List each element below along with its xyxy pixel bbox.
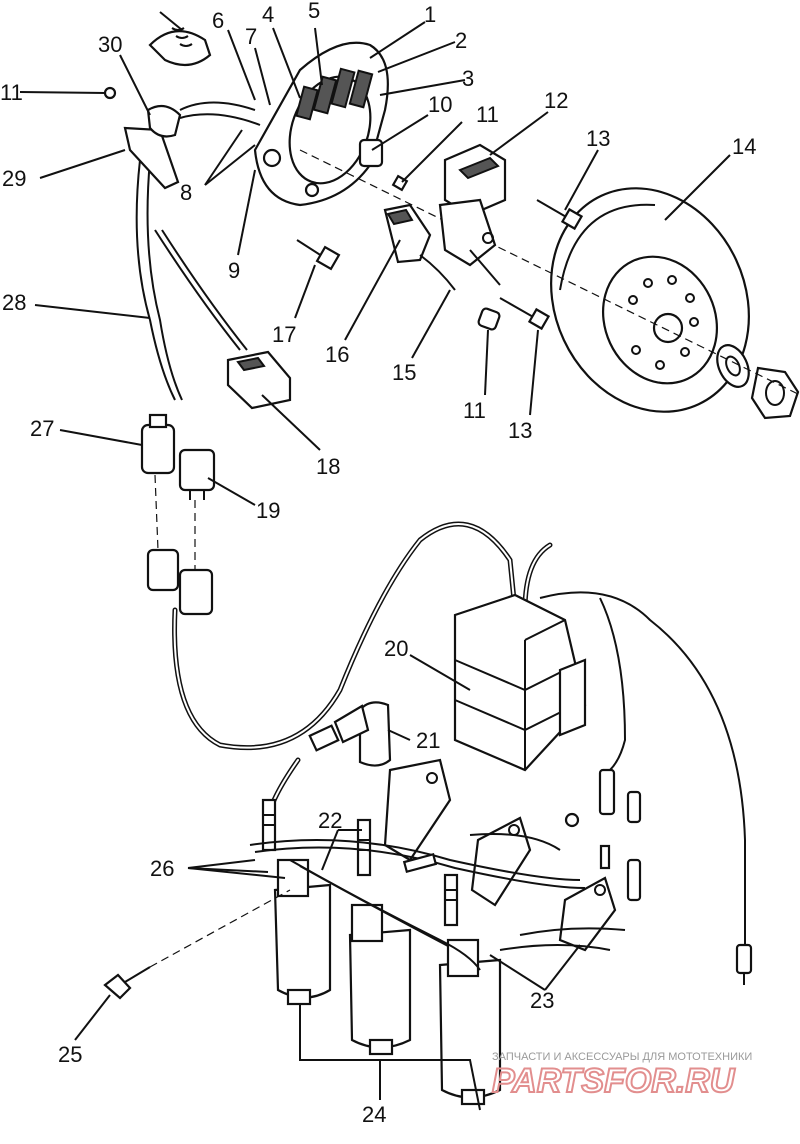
callout-13-lower: 13	[508, 418, 532, 443]
callout-27: 27	[30, 416, 54, 441]
callout-28: 28	[2, 290, 26, 315]
callout-labels: 1 2 3 4 5 6 7 8 9 10 11 11 11 12 13 13 1…	[0, 0, 756, 1127]
grommet	[148, 11, 212, 67]
harness-clamp	[123, 104, 182, 190]
callout-15: 15	[392, 360, 416, 385]
callout-17: 17	[272, 322, 296, 347]
stator-harness	[135, 101, 261, 401]
screw-25	[103, 966, 151, 1000]
screw-13-upper	[536, 199, 584, 231]
screw-25-axis	[149, 889, 291, 968]
callout-1: 1	[424, 2, 436, 27]
crank-axis-line	[299, 149, 800, 396]
spark-plug-cap	[308, 701, 392, 767]
callout-14: 14	[732, 134, 756, 159]
callout-13-upper: 13	[586, 126, 610, 151]
callout-23: 23	[530, 988, 554, 1013]
watermark-brand: PARTSFOR.RU	[492, 1062, 736, 1100]
watermark: ЗАПЧАСТИ И АКСЕССУАРЫ ДЛЯ МОТОТЕХНИКИ PA…	[491, 1051, 752, 1101]
screw-11-top-left	[103, 86, 117, 100]
ignition-coil-left	[273, 858, 332, 1006]
watermark-tagline: ЗАПЧАСТИ И АКСЕССУАРЫ ДЛЯ МОТОТЕХНИКИ	[492, 1051, 752, 1063]
connector-27	[140, 413, 176, 475]
ground-wire	[539, 591, 746, 945]
screw-17	[296, 239, 341, 271]
ground-terminal	[735, 943, 753, 985]
callout-21: 21	[416, 728, 440, 753]
callout-4: 4	[262, 2, 274, 27]
ignition-coil-right	[438, 938, 502, 1106]
callout-11-mid: 11	[476, 102, 499, 127]
callout-30: 30	[98, 32, 122, 57]
callout-16: 16	[325, 342, 349, 367]
coil-harness	[249, 833, 626, 971]
connector-19	[178, 448, 216, 500]
callout-12: 12	[544, 88, 568, 113]
callout-5: 5	[308, 0, 320, 23]
ignition-coil-center	[348, 903, 412, 1056]
flywheel-washer	[716, 344, 750, 388]
callout-10: 10	[428, 92, 452, 117]
leader-lines	[19, 21, 731, 1111]
callout-11-lower: 11	[463, 398, 486, 423]
cdi-box	[453, 593, 587, 772]
callout-9: 9	[228, 258, 240, 283]
screw-13-lower	[499, 297, 551, 331]
flywheel-nut	[750, 366, 800, 420]
callout-11-left: 11	[0, 80, 23, 105]
screw-11-lower	[477, 307, 501, 331]
connector-18	[226, 350, 292, 410]
callout-2: 2	[455, 28, 467, 53]
pulser-coil	[438, 143, 507, 267]
callout-18: 18	[316, 454, 340, 479]
mating-connectors	[146, 548, 214, 616]
connector-dash-1	[154, 474, 159, 551]
callout-3: 3	[462, 66, 474, 91]
mounting-brackets	[383, 758, 617, 952]
stator-plate	[253, 41, 389, 207]
stator-coils	[295, 67, 384, 168]
callout-19: 19	[256, 498, 280, 523]
callout-24: 24	[362, 1102, 386, 1127]
flywheel	[550, 187, 750, 413]
callout-22: 22	[318, 808, 342, 833]
callout-25: 25	[58, 1042, 82, 1067]
callout-26: 26	[150, 856, 174, 881]
callout-20: 20	[384, 636, 408, 661]
kill-terminal	[598, 768, 642, 824]
callout-6: 6	[212, 8, 224, 33]
callout-7: 7	[245, 24, 257, 49]
callout-8: 8	[180, 180, 192, 205]
callout-29: 29	[2, 166, 26, 191]
small-terminals	[402, 812, 642, 902]
kill-wire	[599, 597, 627, 771]
